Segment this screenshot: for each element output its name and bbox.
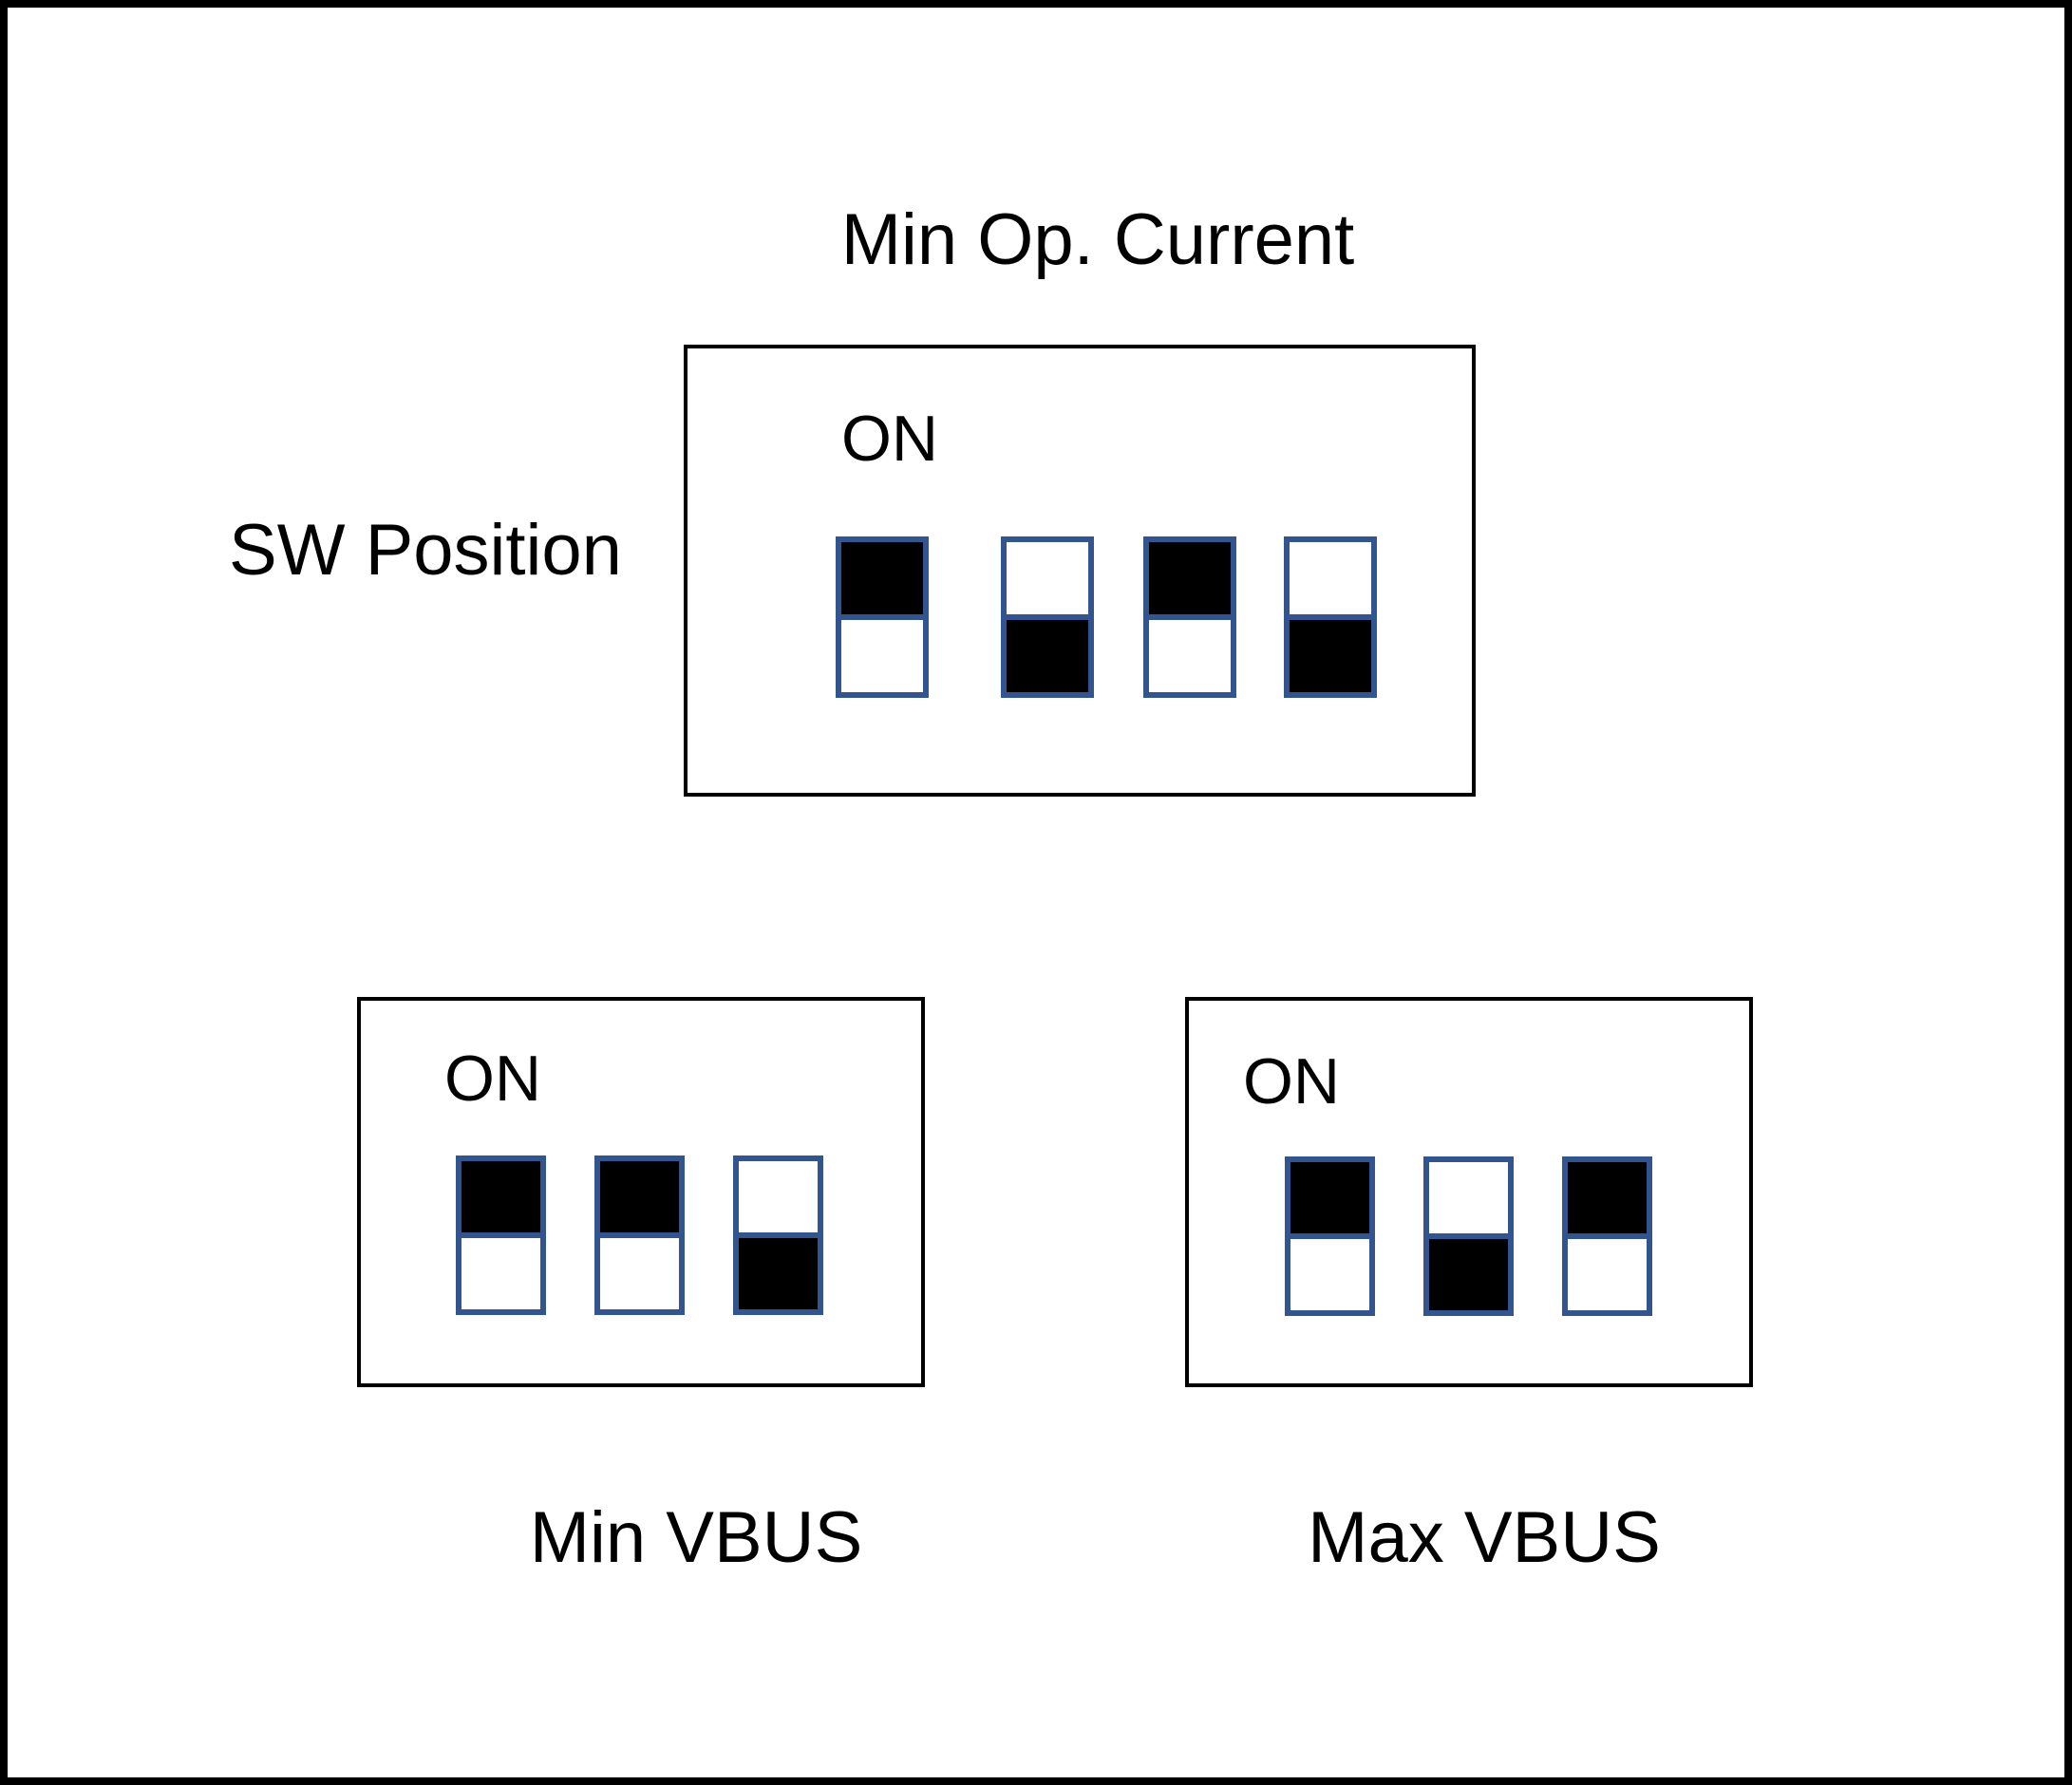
dip-switch-2 <box>1423 1156 1514 1316</box>
dip-switch-top-half <box>1007 542 1088 620</box>
dip-switch-top-half <box>1290 542 1371 620</box>
dip-switch-3 <box>1143 536 1236 698</box>
dip-switch-top-half <box>461 1161 540 1238</box>
dip-switch-top-half <box>739 1161 818 1238</box>
dip-switch-bottom-half <box>1568 1239 1647 1310</box>
dip-switch-2 <box>594 1156 685 1315</box>
dip-switch-1 <box>1285 1156 1375 1316</box>
dip-switch-top-half <box>841 542 923 620</box>
on-label: ON <box>444 1043 541 1115</box>
dip-switch-top-half <box>1149 542 1231 620</box>
dip-switch-bottom-half <box>841 620 923 692</box>
dip-switch-2 <box>1001 536 1094 698</box>
dip-switch-3 <box>1562 1156 1652 1316</box>
max-vbus-label: Max VBUS <box>1308 1497 1661 1578</box>
dip-switch-bottom-half <box>1290 620 1371 692</box>
dip-switch-bottom-half <box>1149 620 1231 692</box>
dip-switch-4 <box>1284 536 1377 698</box>
dip-switch-bottom-half <box>1290 1239 1369 1310</box>
min-vbus-label: Min VBUS <box>529 1497 863 1578</box>
dip-switch-top-half <box>1429 1162 1508 1239</box>
sw-position-label: SW Position <box>229 510 622 591</box>
on-label: ON <box>1243 1045 1340 1118</box>
dip-switch-bottom-half <box>461 1238 540 1309</box>
dip-switch-1 <box>836 536 929 698</box>
min-op-current-title: Min Op. Current <box>840 199 1355 280</box>
dip-switch-top-half <box>1568 1162 1647 1239</box>
dip-switch-1 <box>456 1156 546 1315</box>
dip-switch-top-half <box>600 1161 679 1238</box>
dip-switch-bottom-half <box>600 1238 679 1309</box>
on-label: ON <box>841 403 938 475</box>
dip-switch-3 <box>733 1156 823 1315</box>
dip-switch-bottom-half <box>1007 620 1088 692</box>
dip-switch-bottom-half <box>739 1238 818 1309</box>
dip-switch-top-half <box>1290 1162 1369 1239</box>
dip-switch-bottom-half <box>1429 1239 1508 1310</box>
